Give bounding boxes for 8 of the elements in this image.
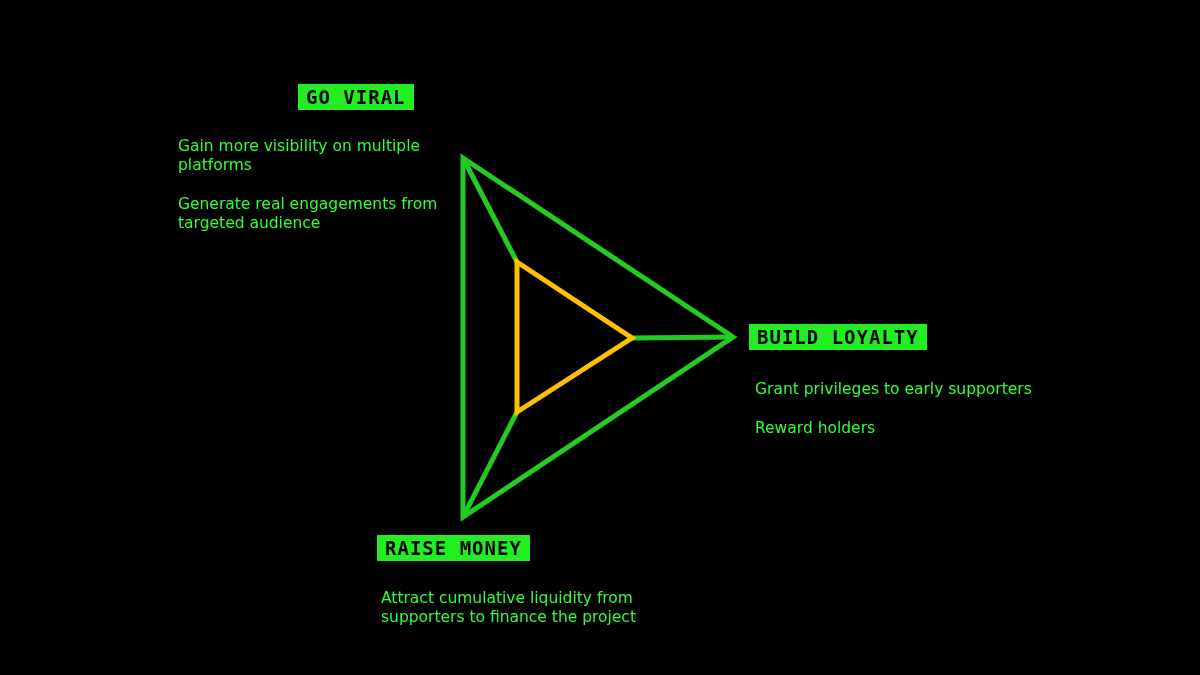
- description-text: Generate real engagements from targeted audience: [178, 195, 438, 233]
- description-text: Reward holders: [755, 419, 877, 438]
- heading-label: BUILD LOYALTY: [749, 324, 927, 350]
- heading-label: GO VIRAL: [298, 84, 414, 110]
- description-text: Gain more visibility on multiple platforms: [178, 137, 421, 175]
- description-text: Grant privileges to early supporters: [755, 380, 1033, 399]
- heading-label: RAISE MONEY: [377, 535, 530, 561]
- description-text: Attract cumulative liquidity from supporters to finance the project: [381, 589, 637, 627]
